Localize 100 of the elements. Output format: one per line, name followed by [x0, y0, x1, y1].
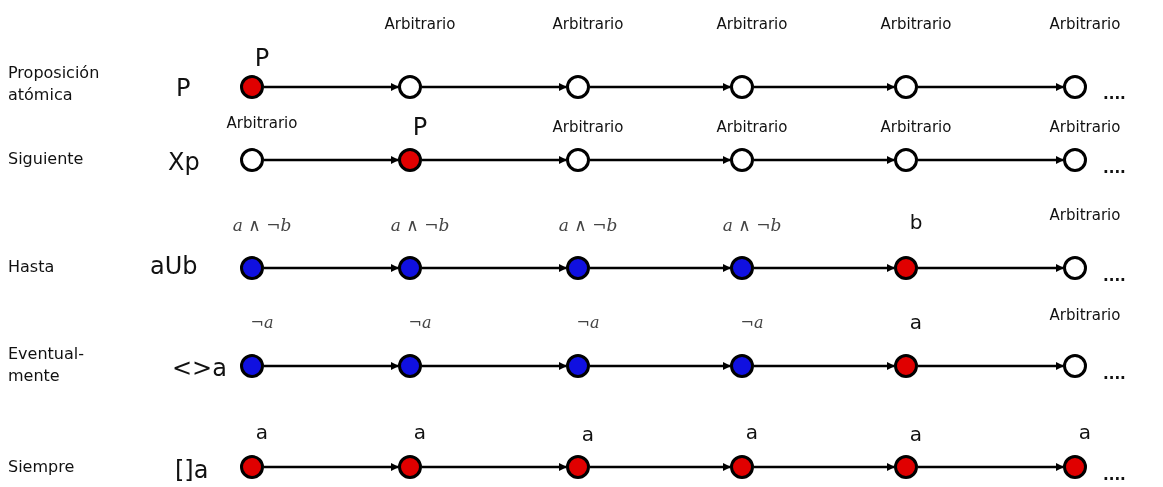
state-circle	[730, 148, 754, 172]
state-label: a	[744, 422, 760, 442]
arrow	[590, 156, 731, 164]
arrow	[422, 156, 567, 164]
state-label: Arbitrario	[879, 119, 953, 135]
arrow	[590, 463, 731, 471]
state-label: ¬a	[249, 315, 275, 331]
state-circle	[1063, 354, 1087, 378]
row-label: Siguiente	[8, 148, 85, 170]
arrow	[590, 264, 731, 272]
arrow	[264, 264, 399, 272]
state-circle	[1063, 75, 1087, 99]
state-label: Arbitrario	[715, 119, 789, 135]
state-label: a	[580, 424, 596, 444]
state-label: a	[1077, 422, 1093, 442]
arrow	[422, 362, 567, 370]
state-circle	[566, 354, 590, 378]
state-label: ¬a	[739, 315, 765, 331]
state-circle	[398, 256, 422, 280]
state-circle	[398, 455, 422, 479]
state-circle	[894, 354, 918, 378]
state-circle	[240, 354, 264, 378]
state-circle	[240, 256, 264, 280]
arrow	[918, 264, 1064, 272]
arrow	[754, 83, 895, 91]
state-circle	[1063, 256, 1087, 280]
ellipsis: ....	[1103, 84, 1126, 105]
state-label: a	[908, 424, 924, 444]
state-circle	[566, 75, 590, 99]
state-circle	[730, 75, 754, 99]
state-label: Arbitrario	[1048, 119, 1122, 135]
formula-label: aUb	[150, 251, 198, 282]
state-label: a ∧ ¬b	[389, 216, 451, 234]
state-circle	[240, 75, 264, 99]
formula-label: []a	[175, 455, 209, 486]
state-label: P	[253, 46, 271, 70]
state-label: a	[908, 312, 924, 332]
state-circle	[894, 75, 918, 99]
state-label: a ∧ ¬b	[721, 216, 783, 234]
state-circle	[398, 148, 422, 172]
state-label: Arbitrario	[383, 16, 457, 32]
state-label: Arbitrario	[1048, 207, 1122, 223]
state-circle	[730, 256, 754, 280]
row-label: Siempre	[8, 456, 76, 478]
state-circle	[566, 148, 590, 172]
state-circle	[730, 455, 754, 479]
state-circle	[730, 354, 754, 378]
arrow	[264, 362, 399, 370]
state-circle	[566, 256, 590, 280]
arrow	[918, 463, 1064, 471]
arrow	[264, 463, 399, 471]
arrow	[918, 362, 1064, 370]
state-circle	[894, 256, 918, 280]
state-circle	[1063, 148, 1087, 172]
arrow	[422, 463, 567, 471]
state-label: a ∧ ¬b	[557, 216, 619, 234]
state-label: a ∧ ¬b	[231, 216, 293, 234]
row-label: Proposición atómica	[8, 62, 101, 106]
state-label: Arbitrario	[879, 16, 953, 32]
arrow	[422, 83, 567, 91]
ellipsis: ....	[1103, 465, 1126, 486]
ellipsis: ....	[1103, 364, 1126, 385]
state-circle	[398, 354, 422, 378]
formula-label: P	[176, 73, 191, 104]
state-label: P	[411, 115, 429, 139]
formula-label: <>a	[172, 353, 227, 384]
formula-label: Xp	[168, 147, 200, 178]
state-label: Arbitrario	[225, 115, 299, 131]
arrow	[918, 156, 1064, 164]
state-circle	[894, 455, 918, 479]
state-circle	[894, 148, 918, 172]
arrow	[754, 264, 895, 272]
state-circle	[240, 455, 264, 479]
arrow	[590, 83, 731, 91]
state-label: Arbitrario	[715, 16, 789, 32]
state-label: ¬a	[407, 315, 433, 331]
state-label: a	[254, 422, 270, 442]
state-label: b	[908, 212, 924, 232]
row-label: Eventual- mente	[8, 343, 85, 387]
arrow	[754, 156, 895, 164]
row-label: Hasta	[8, 256, 56, 278]
arrow	[754, 463, 895, 471]
state-label: Arbitrario	[551, 119, 625, 135]
ellipsis: ....	[1103, 266, 1126, 287]
state-circle	[566, 455, 590, 479]
arrow	[422, 264, 567, 272]
state-label: a	[412, 422, 428, 442]
state-label: Arbitrario	[1048, 16, 1122, 32]
ellipsis: ....	[1103, 158, 1126, 179]
state-circle	[1063, 455, 1087, 479]
state-label: Arbitrario	[551, 16, 625, 32]
arrow	[590, 362, 731, 370]
state-label: Arbitrario	[1048, 307, 1122, 323]
state-circle	[240, 148, 264, 172]
arrow	[918, 83, 1064, 91]
state-circle	[398, 75, 422, 99]
state-label: ¬a	[575, 315, 601, 331]
arrow	[754, 362, 895, 370]
arrow	[264, 156, 399, 164]
arrow	[264, 83, 399, 91]
